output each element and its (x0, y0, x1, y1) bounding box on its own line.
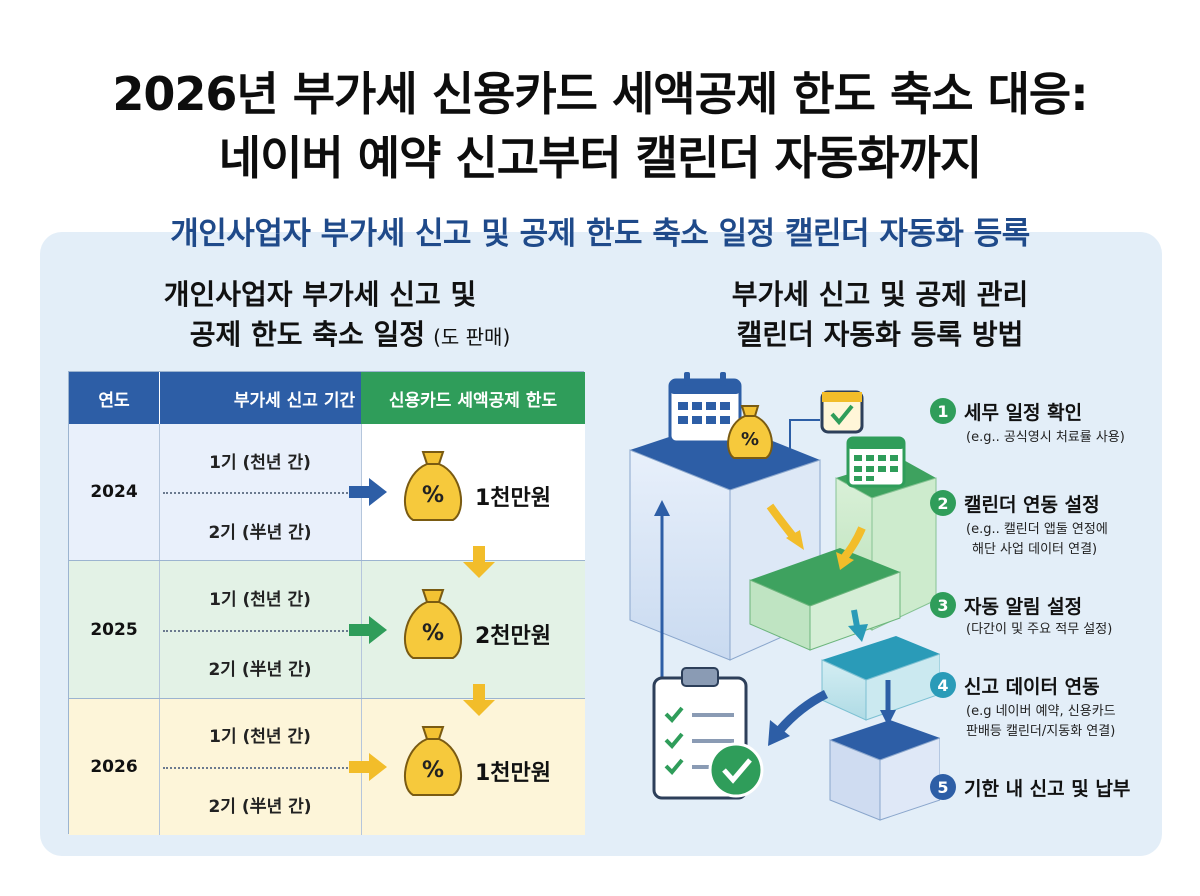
table-header: 연도 부가세 신고 기간 신용카드 세액공제 한도 (69, 372, 585, 424)
step-note: (e.g 네이버 예약, 신용카드 (966, 704, 1116, 719)
right-heading-line2: 캘린더 자동화 등록 방법 (736, 318, 1024, 351)
arrow-down-icon (880, 680, 896, 726)
arrow-right-icon (349, 478, 387, 506)
period-cell: 1기 (천년 간) (209, 727, 311, 747)
step-label: 기한 내 신고 및 납부 (964, 778, 1131, 800)
limit-value: 2천만원 (475, 624, 552, 649)
svg-text:%: % (422, 621, 444, 646)
money-bag-icon: % (404, 451, 462, 521)
table-graphics: % % % (349, 451, 495, 796)
year-cell: 2024 (90, 482, 138, 502)
money-bag-icon: % (404, 726, 462, 796)
teal-slab (821, 636, 940, 721)
left-heading-note: (도 판매) (433, 325, 511, 349)
svg-text:%: % (741, 429, 759, 450)
dotted-connector (163, 767, 359, 769)
bottom-blue-block (829, 720, 940, 821)
process-diagram: % (629, 372, 940, 821)
period-cell: 2기 (半년 간) (208, 523, 312, 543)
svg-text:%: % (422, 758, 444, 783)
calendar-check-icon (820, 390, 864, 434)
step-number: 1 (930, 398, 956, 424)
arrow-down-icon (766, 503, 804, 550)
dotted-connector (163, 630, 359, 632)
money-bag-icon: % (727, 405, 773, 459)
step-note: (다간이 및 주요 적무 설정) (966, 622, 1113, 637)
period-cell: 1기 (천년 간) (209, 453, 311, 473)
arrow-right-icon (349, 753, 387, 781)
arrow-down-icon (836, 526, 866, 570)
step-number: 5 (930, 774, 956, 800)
step-note: 해단 사업 데이터 연결) (972, 542, 1098, 557)
year-cell: 2025 (90, 620, 138, 640)
money-bag-icon: % (404, 589, 462, 659)
schedule-table: 연도 부가세 신고 기간 신용카드 세액공제 한도 2024 1기 (천년 간)… (68, 371, 585, 835)
page-title-line2: 네이버 예약 신고부터 캘린더 자동화까지 (218, 131, 983, 185)
calendar-icon (668, 372, 742, 444)
step-label: 자동 알림 설정 (964, 596, 1083, 618)
table-row-2025 (69, 560, 585, 698)
table-divider (69, 698, 585, 699)
period-cell: 2기 (半년 간) (208, 660, 312, 680)
period-cell: 1기 (천년 간) (209, 590, 311, 610)
calendar-icon (846, 436, 906, 488)
step-label: 신고 데이터 연동 (964, 676, 1100, 698)
right-heading-line1: 부가세 신고 및 공제 관리 (731, 278, 1029, 311)
step-note: 판배등 캘린더/지동화 연결) (966, 724, 1116, 739)
header-year: 연도 (69, 372, 159, 424)
table-divider (69, 560, 585, 561)
step-label: 캘린더 연동 설정 (964, 494, 1100, 516)
arrow-down-icon (463, 684, 495, 716)
step-label: 세무 일정 확인 (964, 402, 1083, 424)
table-divider (159, 424, 160, 835)
step-number: 4 (930, 672, 956, 698)
dotted-connector (163, 492, 359, 494)
step-note: (e.g.. 캘린더 앱둘 연정에 (966, 522, 1108, 537)
arrow-down-icon (848, 609, 868, 642)
svg-text:%: % (422, 483, 444, 508)
connector-line (789, 419, 820, 460)
header-limit: 신용카드 세액공제 한도 (361, 372, 585, 424)
step-number: 3 (930, 592, 956, 618)
page-subtitle: 개인사업자 부가세 신고 및 공제 한도 축소 일정 캘린더 자동화 등록 (170, 216, 1030, 252)
table-row-2026 (69, 698, 585, 835)
arrow-left-icon (768, 689, 829, 746)
limit-value: 1천만원 (475, 486, 552, 511)
period-cell: 2기 (半년 간) (208, 797, 312, 817)
left-heading-line1: 개인사업자 부가세 신고 및 (163, 278, 477, 311)
check-icon (708, 742, 764, 798)
arrow-right-icon (349, 616, 387, 644)
left-heading-line2: 공제 한도 축소 일정 (도 판매) (120, 313, 580, 353)
page-title-line1: 2026년 부가세 신용카드 세액공제 한도 축소 대응: (112, 67, 1088, 121)
year-cell: 2026 (90, 757, 138, 777)
arrow-up-icon (654, 500, 670, 680)
arrow-down-icon (463, 546, 495, 578)
step-note: (e.g.. 공식영시 처료률 사용) (966, 430, 1125, 445)
limit-value: 1천만원 (475, 761, 552, 786)
left-heading-text: 공제 한도 축소 일정 (189, 318, 426, 351)
step-number: 2 (930, 490, 956, 516)
